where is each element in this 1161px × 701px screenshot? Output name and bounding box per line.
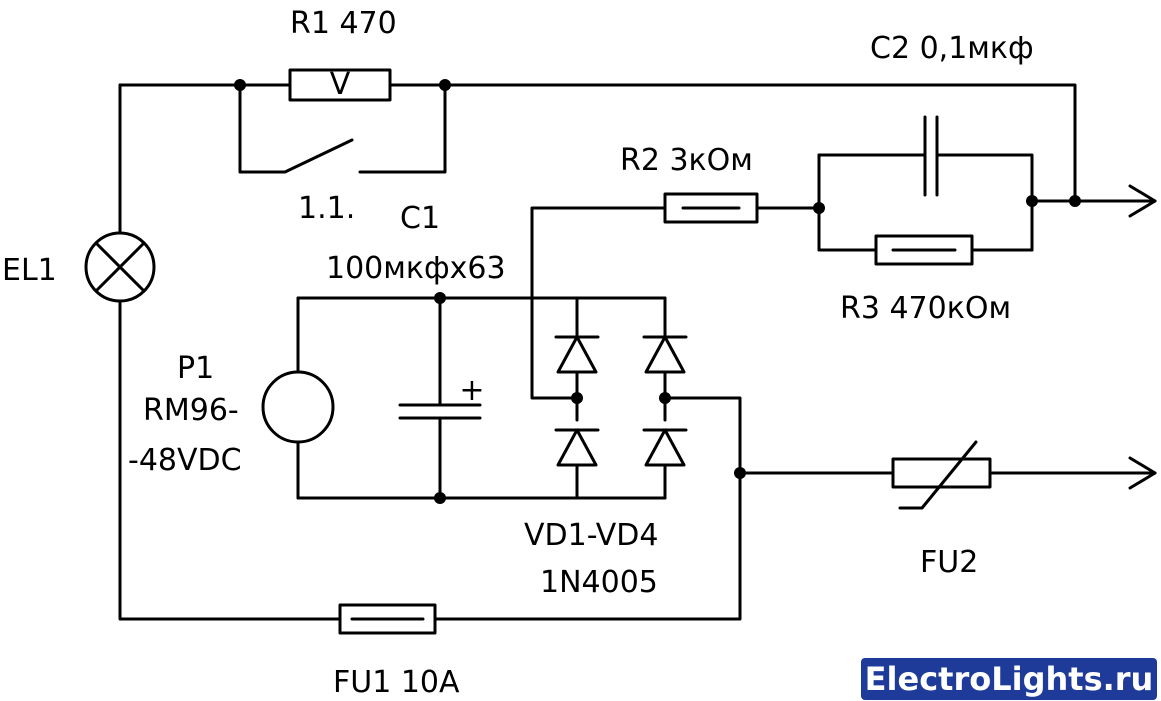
output-arrow-top (1128, 184, 1157, 218)
r1-label: R1 470 (290, 6, 397, 41)
diode-vd4 (642, 428, 688, 467)
vd-part-label: 1N4005 (540, 565, 658, 600)
r1-resistor: V (288, 67, 392, 102)
r2-label: R2 3кОм (620, 143, 753, 178)
fuse-fu1 (338, 603, 437, 635)
c2-label: C2 0,1мкф (870, 31, 1034, 66)
c1-plus-sign: + (459, 373, 484, 408)
vd-name-label: VD1-VD4 (524, 518, 659, 553)
junction-dots (234, 79, 1081, 504)
watermark-badge: ElectroLights.ru (861, 658, 1157, 700)
capacitor-c2 (923, 115, 939, 197)
diode-bridge-wires (530, 206, 667, 500)
diode-vd2 (642, 335, 688, 374)
c1-value-label: 100мкфх63 (326, 251, 506, 286)
r1-mark: V (330, 67, 351, 102)
switch-1-1 (238, 83, 447, 174)
lamp-el1 (84, 231, 156, 303)
fu1-label: FU1 10A (333, 665, 460, 700)
resistor-r2 (663, 192, 759, 224)
p1-model-label-1: RM96- (143, 393, 239, 428)
relay-p1 (261, 370, 335, 444)
thermistor-fu2 (891, 440, 992, 510)
diode-vd3 (554, 428, 600, 467)
resistor-r3 (874, 234, 974, 266)
p1-name-label: P1 (177, 351, 214, 386)
diode-vd1 (554, 335, 600, 374)
p1-c1-block-wires (296, 296, 667, 500)
output-arrow-bottom (1128, 456, 1157, 490)
p1-model-label-2: -48VDC (128, 443, 242, 478)
watermark-text: ElectroLights.ru (864, 660, 1154, 698)
r3-label: R3 470кОм (840, 291, 1011, 326)
c1-name-label: C1 (400, 201, 440, 236)
switch-label: 1.1. (298, 191, 355, 226)
el1-label: EL1 (2, 253, 57, 288)
main-loop-wires (118, 83, 1077, 621)
fu2-label: FU2 (920, 545, 978, 580)
capacitor-c1: + (398, 373, 485, 420)
